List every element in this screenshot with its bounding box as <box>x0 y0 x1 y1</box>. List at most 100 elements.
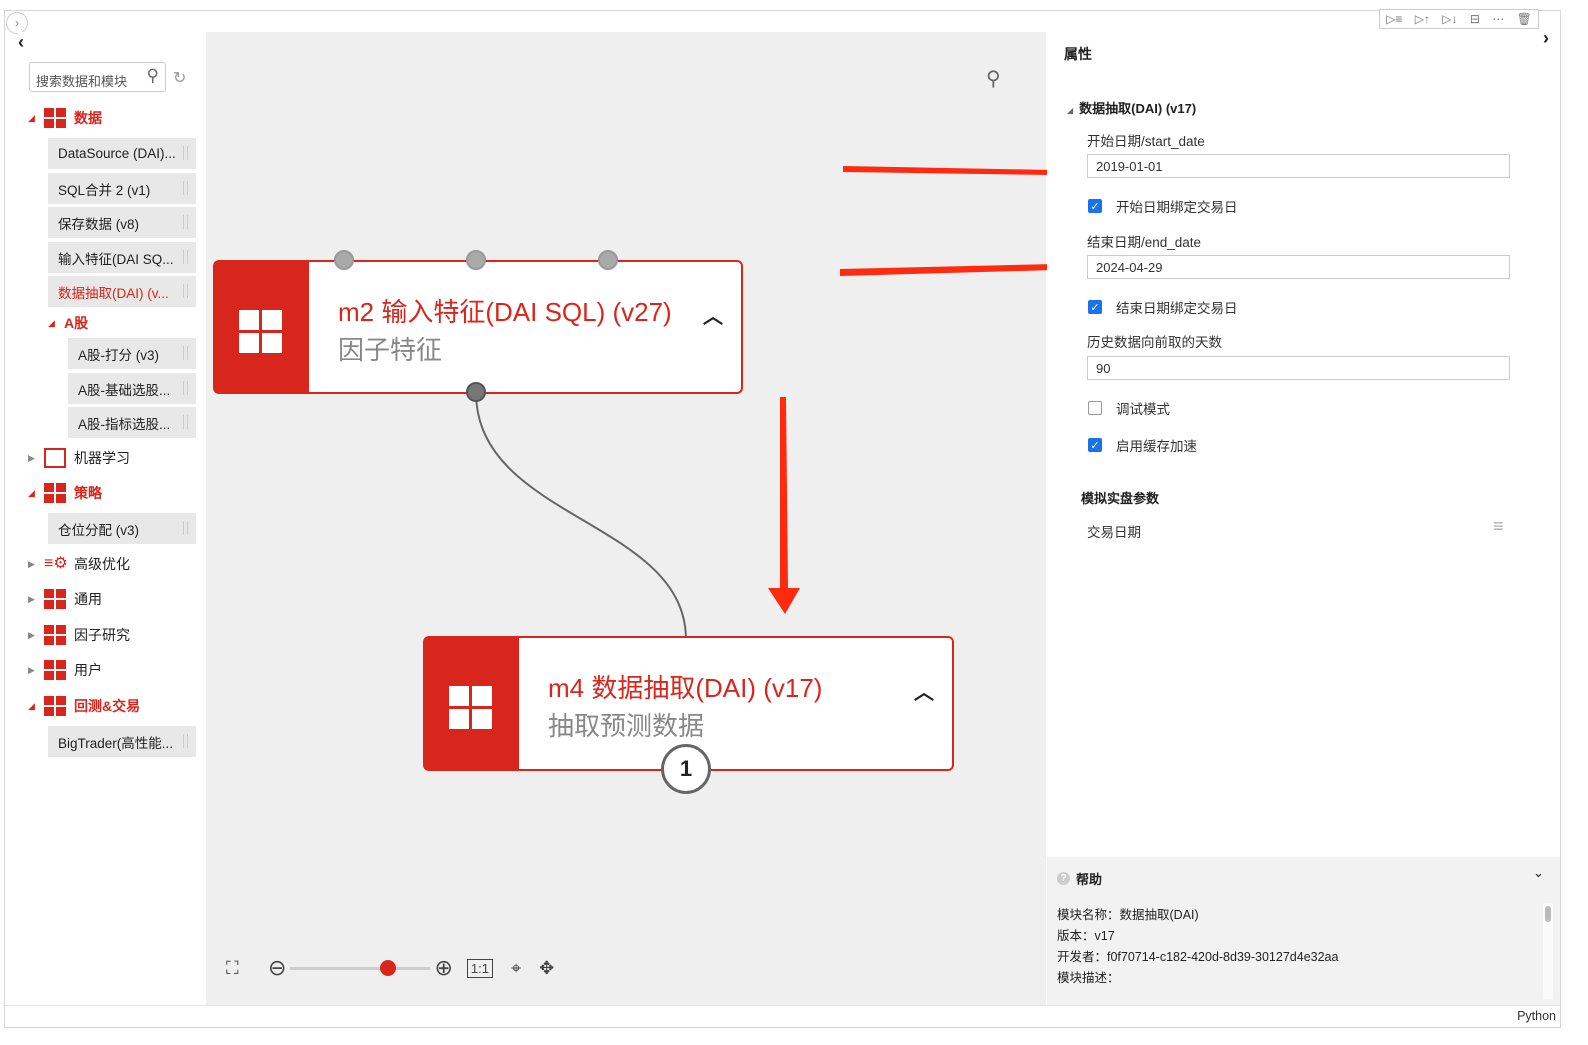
center-icon[interactable]: ⌖ <box>510 957 522 978</box>
node-subtitle: 抽取预测数据 <box>548 711 705 741</box>
module-label: SQL合并 2 (v1) <box>58 182 151 198</box>
drag-handle[interactable] <box>183 346 188 360</box>
module-item[interactable]: A股-指标选股... <box>68 407 196 438</box>
category-label: 回测&交易 <box>74 698 141 714</box>
zoom-slider-handle[interactable] <box>380 959 397 976</box>
module-label: 输入特征(DAI SQ... <box>58 251 174 267</box>
module-item[interactable]: 保存数据 (v8) <box>48 207 196 238</box>
search-icon[interactable]: ⚲ <box>146 66 159 85</box>
help-line: 模块描述： <box>1057 971 1120 985</box>
checkbox-label: 结束日期绑定交易日 <box>1116 301 1238 316</box>
category-label: 机器学习 <box>74 450 130 466</box>
output-port[interactable] <box>466 382 486 402</box>
module-label: A股-基础选股... <box>78 382 171 398</box>
drag-handle[interactable] <box>183 215 188 229</box>
properties-panel: 属性 ◢数据抽取(DAI) (v17) 开始日期/start_date 2019… <box>1047 32 1560 857</box>
delete-icon[interactable]: 🗑 <box>1516 12 1532 26</box>
start-bind-checkbox[interactable]: ✓开始日期绑定交易日 <box>1088 196 1238 216</box>
canvas-search-icon[interactable]: ⚲ <box>986 68 1001 90</box>
run-below-icon[interactable]: ▷↓ <box>1442 12 1458 26</box>
input-port[interactable] <box>466 250 486 270</box>
module-sidebar: 搜索数据和模块⚲ ↻ ◢数据 DataSource (DAI)... SQL合并… <box>18 32 206 1005</box>
category-strategy[interactable]: ◢策略 <box>28 483 102 503</box>
actual-size-button[interactable]: 1:1 <box>466 958 493 978</box>
node-m2[interactable]: m2 输入特征(DAI SQL) (v27) 因子特征 ︿ <box>213 260 743 394</box>
category-general[interactable]: ▶通用 <box>28 589 102 609</box>
scrollbar[interactable] <box>1543 903 1553 999</box>
drag-handle[interactable] <box>183 146 188 160</box>
category-ml[interactable]: ▶机器学习 <box>28 448 130 468</box>
module-label: A股-指标选股... <box>78 416 171 432</box>
section-title: 数据抽取(DAI) (v17) <box>1079 101 1197 116</box>
language-indicator[interactable]: Python <box>1517 1009 1556 1023</box>
section-header[interactable]: ◢数据抽取(DAI) (v17) <box>1067 101 1197 116</box>
node-subtitle: 因子特征 <box>338 335 443 365</box>
run-list-icon[interactable]: ▷≡ <box>1386 12 1403 26</box>
drag-handle[interactable] <box>183 415 188 429</box>
grid-icon <box>44 108 66 128</box>
category-data[interactable]: ◢数据 <box>28 108 102 128</box>
module-item[interactable]: A股-打分 (v3) <box>68 338 196 369</box>
module-label: 数据抽取(DAI) (v... <box>58 285 169 301</box>
input-port[interactable] <box>598 250 618 270</box>
category-label: 用户 <box>74 662 102 678</box>
grid-icon <box>44 483 66 503</box>
cache-checkbox[interactable]: ✓启用缓存加速 <box>1088 435 1197 455</box>
module-item-selected[interactable]: 数据抽取(DAI) (v... <box>48 276 196 307</box>
workflow-canvas[interactable]: ⚲ <box>206 32 1046 1005</box>
category-backtest[interactable]: ◢回测&交易 <box>28 696 141 716</box>
drag-handle[interactable] <box>183 250 188 264</box>
pan-icon[interactable]: ✥ <box>539 957 555 978</box>
collapse-icon[interactable]: ︿ <box>703 306 723 328</box>
category-user[interactable]: ▶用户 <box>28 660 102 680</box>
drag-handle[interactable] <box>183 381 188 395</box>
collapse-icon[interactable]: ︿ <box>914 682 934 704</box>
module-item[interactable]: DataSource (DAI)... <box>48 138 196 169</box>
drag-handle[interactable] <box>183 181 188 195</box>
refresh-icon[interactable]: ↻ <box>173 70 187 87</box>
category-factor[interactable]: ▶因子研究 <box>28 625 130 645</box>
gear-list-icon: ≡⚙ <box>44 555 68 572</box>
drag-handle[interactable] <box>183 284 188 298</box>
collapse-left-icon[interactable]: ‹ <box>18 32 24 52</box>
history-days-input[interactable]: 90 <box>1087 356 1510 380</box>
module-label: A股-打分 (v3) <box>78 347 159 363</box>
node-title: m4 数据抽取(DAI) (v17) <box>548 673 823 703</box>
split-icon[interactable]: ⊟ <box>1469 12 1480 26</box>
start-date-label: 开始日期/start_date <box>1087 134 1205 149</box>
start-date-input[interactable]: 2019-01-01 <box>1087 154 1510 178</box>
category-label: 通用 <box>74 591 102 607</box>
search-input[interactable]: 搜索数据和模块⚲ <box>29 62 166 92</box>
fit-screen-icon[interactable]: ⛶ <box>226 957 239 978</box>
module-label: 仓位分配 (v3) <box>58 522 139 538</box>
menu-icon[interactable]: ≡ <box>1493 516 1504 536</box>
run-above-icon[interactable]: ▷↑ <box>1414 12 1430 26</box>
category-advanced[interactable]: ▶≡⚙高级优化 <box>28 555 130 572</box>
debug-checkbox[interactable]: 调试模式 <box>1088 398 1170 418</box>
more-icon[interactable]: ⋯ <box>1492 12 1505 26</box>
chevron-down-icon[interactable]: ⌄ <box>1533 865 1544 880</box>
end-bind-checkbox[interactable]: ✓结束日期绑定交易日 <box>1088 297 1238 317</box>
expand-button[interactable]: › <box>6 12 28 34</box>
grid-icon <box>44 696 66 716</box>
help-line: 版本：v17 <box>1057 929 1115 943</box>
collapse-right-icon[interactable]: › <box>1543 28 1549 48</box>
help-line: 模块名称：数据抽取(DAI) <box>1057 908 1199 922</box>
zoom-in-icon[interactable]: ⊕ <box>434 955 453 980</box>
module-item[interactable]: 输入特征(DAI SQ... <box>48 242 196 273</box>
grid-icon <box>44 625 66 645</box>
end-date-input[interactable]: 2024-04-29 <box>1087 255 1510 279</box>
module-item[interactable]: 仓位分配 (v3) <box>48 513 196 544</box>
category-a-share[interactable]: ◢A股 <box>48 315 89 331</box>
module-item[interactable]: A股-基础选股... <box>68 373 196 404</box>
input-port[interactable] <box>334 250 354 270</box>
zoom-slider[interactable] <box>290 959 431 976</box>
module-label: DataSource (DAI)... <box>58 146 176 161</box>
drag-handle[interactable] <box>183 734 188 748</box>
drag-handle[interactable] <box>183 521 188 535</box>
module-item[interactable]: BigTrader(高性能... <box>48 726 196 757</box>
module-item[interactable]: SQL合并 2 (v1) <box>48 173 196 204</box>
category-label: 数据 <box>74 110 102 126</box>
status-bar: Python <box>5 1005 1560 1027</box>
zoom-out-icon[interactable]: ⊖ <box>268 955 287 980</box>
